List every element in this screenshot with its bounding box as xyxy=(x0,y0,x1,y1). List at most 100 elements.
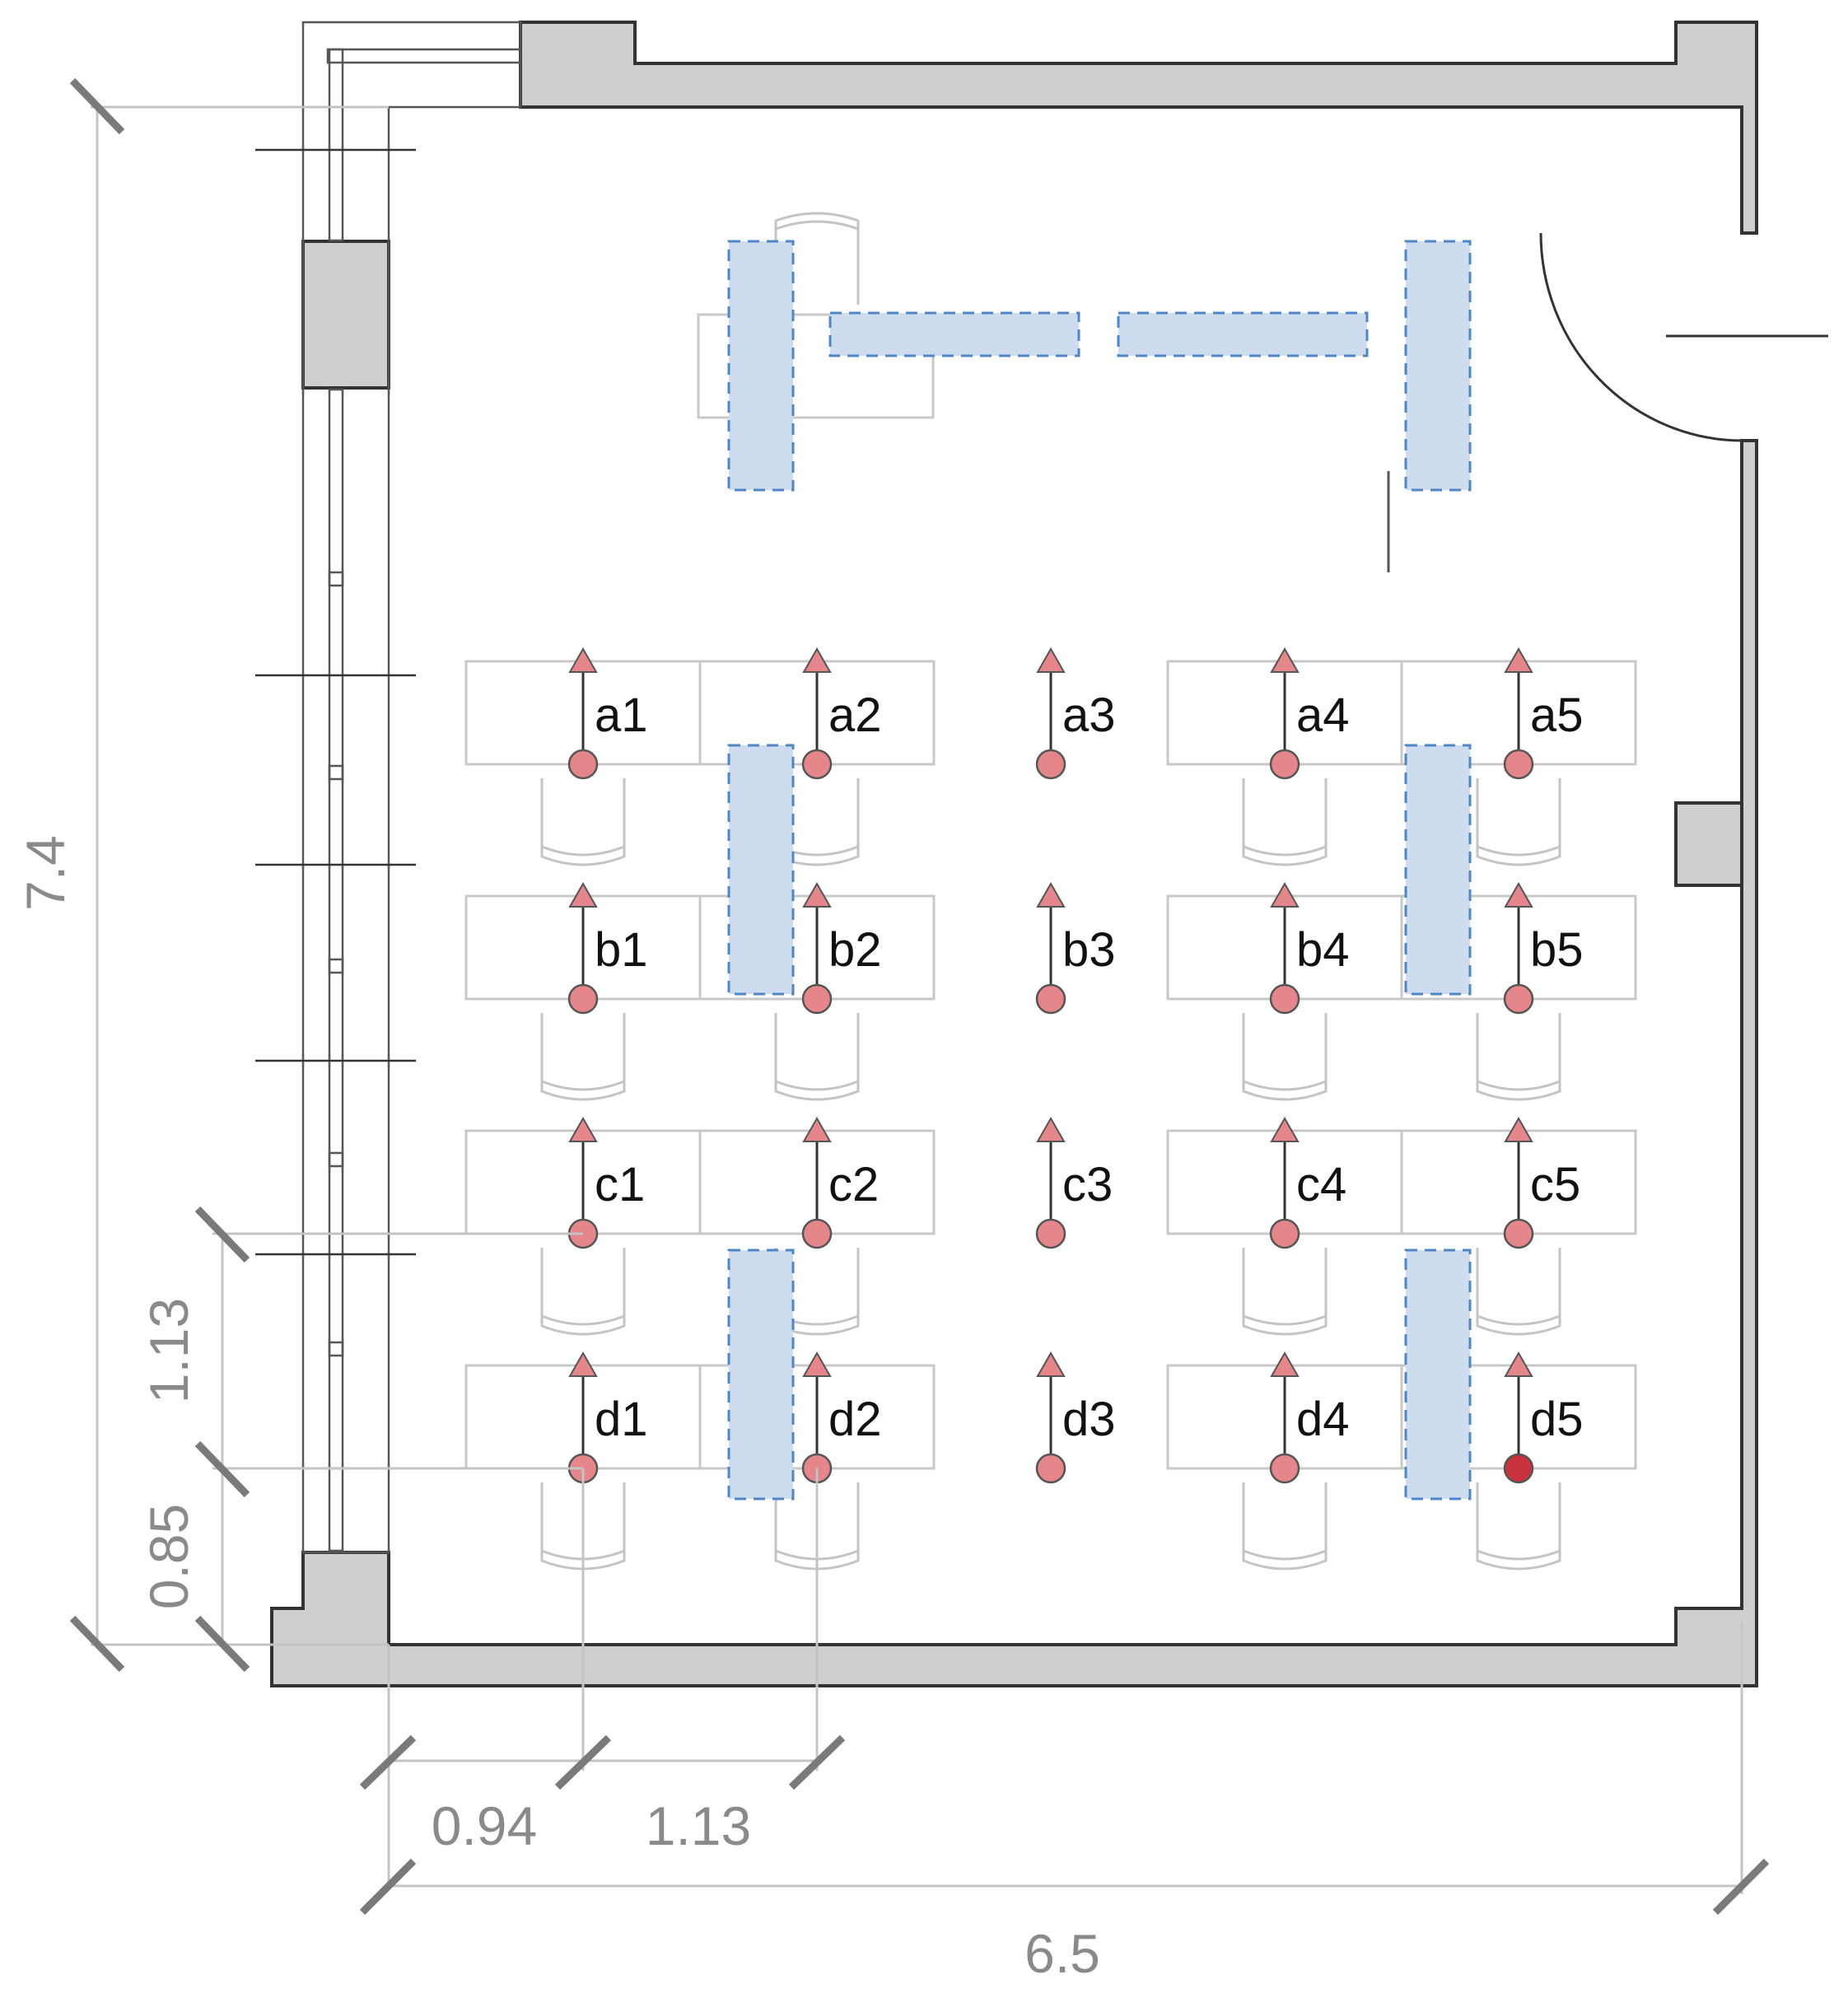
measurement-point-a3: a3 xyxy=(1035,646,1116,780)
dimension-lines: 7.4 1.13 0.85 0.94 1.13 6.5 xyxy=(15,77,1770,1984)
luminaires xyxy=(727,240,1472,1501)
student-chair-edge xyxy=(1243,1080,1327,1091)
window-frames xyxy=(255,21,522,1554)
student-chair-edge xyxy=(1243,1549,1327,1561)
point-label: d4 xyxy=(1296,1393,1350,1446)
student-chair xyxy=(1242,1013,1328,1101)
student-chair xyxy=(1476,1248,1561,1336)
window-top-sash xyxy=(326,48,522,64)
point-label: d3 xyxy=(1062,1393,1116,1446)
point-label: b3 xyxy=(1062,923,1116,977)
col-tick-1 xyxy=(554,1734,612,1790)
student-chair-edge xyxy=(541,1314,625,1326)
orientation-arrow xyxy=(568,1351,598,1377)
student-chair xyxy=(1476,1482,1561,1571)
measurement-point-c2: c2 xyxy=(801,1116,879,1249)
width-tick-left xyxy=(359,1858,417,1916)
student-chair-edge xyxy=(541,1080,625,1091)
orientation-arrow xyxy=(1036,646,1066,673)
student-chair xyxy=(774,1013,860,1101)
window-joint-2 xyxy=(328,764,344,781)
door xyxy=(1539,232,1828,442)
point-marker xyxy=(801,983,833,1015)
luminaire-board-left xyxy=(727,240,795,492)
measurement-point-b1: b1 xyxy=(567,881,648,1015)
orientation-arrow xyxy=(1504,1116,1533,1142)
orientation-arrow xyxy=(802,1351,832,1377)
measurement-point-b4: b4 xyxy=(1269,881,1350,1015)
measurement-point-b3: b3 xyxy=(1035,881,1116,1015)
point-marker xyxy=(801,1218,833,1249)
teacher-furniture xyxy=(697,212,1390,572)
point-label: b1 xyxy=(595,923,648,977)
point-label: c3 xyxy=(1062,1158,1113,1211)
window-joint-4 xyxy=(328,1151,344,1168)
student-chair-edge xyxy=(1477,1549,1561,1561)
point-marker xyxy=(567,983,599,1015)
point-marker xyxy=(1269,749,1300,780)
luminaire-board-center-right xyxy=(1117,311,1369,357)
orientation-arrow xyxy=(1270,881,1300,908)
point-label: a5 xyxy=(1530,688,1584,742)
luminaire-board-right xyxy=(1404,240,1472,492)
measurement-point-a1: a1 xyxy=(567,646,648,780)
measurement-point-c5: c5 xyxy=(1503,1116,1580,1249)
orientation-arrow xyxy=(1504,881,1533,908)
student-chair xyxy=(1242,1248,1328,1336)
col-tick-wall xyxy=(359,1734,417,1790)
orientation-arrow xyxy=(1270,1116,1300,1142)
column-spacing-label: 1.13 xyxy=(646,1795,751,1856)
point-marker xyxy=(1269,1453,1300,1484)
teacher-chair-back xyxy=(775,220,859,231)
depth-tick-top xyxy=(69,77,125,135)
orientation-arrow xyxy=(1036,881,1066,908)
point-label: a2 xyxy=(828,688,882,742)
student-chair xyxy=(540,1013,626,1101)
point-label: c5 xyxy=(1530,1158,1580,1211)
point-marker xyxy=(567,749,599,780)
left-wall-pier xyxy=(301,240,390,390)
luminaire-room-right-back xyxy=(1404,1249,1472,1501)
room-depth-label: 7.4 xyxy=(15,835,76,911)
student-chair-edge xyxy=(1477,1080,1561,1091)
point-marker xyxy=(1503,749,1534,780)
point-label: d5 xyxy=(1530,1393,1584,1446)
last-row-offset-label: 0.85 xyxy=(138,1504,199,1609)
point-label: c4 xyxy=(1296,1158,1346,1211)
orientation-arrow xyxy=(568,1116,598,1142)
student-chair-edge xyxy=(541,845,625,856)
measurement-point-d2: d2 xyxy=(801,1351,882,1484)
luminaire-board-center-left xyxy=(828,311,1080,357)
measurement-point-a4: a4 xyxy=(1269,646,1350,780)
walls xyxy=(270,21,1758,1687)
student-chair xyxy=(1476,778,1561,866)
point-label: d2 xyxy=(828,1393,882,1446)
measurement-point-b5: b5 xyxy=(1503,881,1584,1015)
point-label: b4 xyxy=(1296,923,1350,977)
measurement-point-a5: a5 xyxy=(1503,646,1584,780)
top-wall xyxy=(519,21,1758,235)
point-marker xyxy=(1269,983,1300,1015)
row-spacing-label: 1.13 xyxy=(138,1298,199,1403)
door-swing-arc xyxy=(1539,232,1743,442)
orientation-arrow xyxy=(1504,1351,1533,1377)
measurement-point-d4: d4 xyxy=(1269,1351,1350,1484)
measurement-point-c1: c1 xyxy=(567,1116,645,1249)
luminaire-room-right-front xyxy=(1404,744,1472,996)
window-left-sash-top xyxy=(328,48,344,242)
student-chair-edge xyxy=(1243,1314,1327,1326)
orientation-arrow xyxy=(568,646,598,673)
highlighted-point-marker xyxy=(1503,1453,1534,1484)
orientation-arrow xyxy=(802,646,832,673)
student-chair xyxy=(540,778,626,866)
student-chair xyxy=(1242,1482,1328,1571)
room-width-label: 6.5 xyxy=(1024,1923,1100,1984)
row-tick-wall xyxy=(194,1615,250,1673)
point-marker xyxy=(801,749,833,780)
measurement-point-a2: a2 xyxy=(801,646,882,780)
point-label: c2 xyxy=(828,1158,879,1211)
point-marker xyxy=(1035,1453,1066,1484)
luminaire-room-left-front xyxy=(727,744,795,996)
luminaire-room-left-back xyxy=(727,1249,795,1501)
